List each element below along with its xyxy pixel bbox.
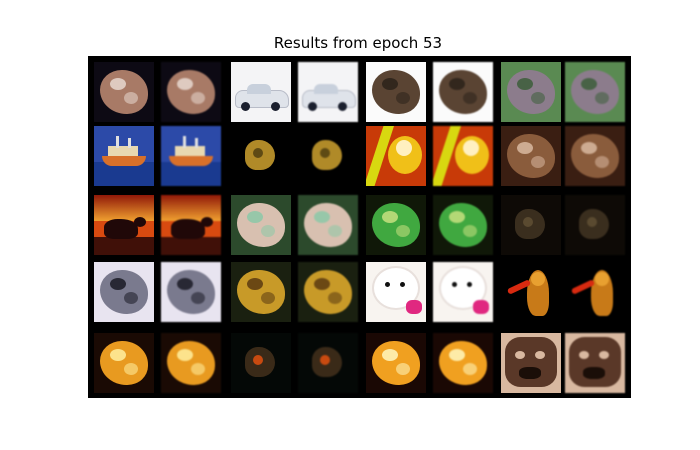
reconstruction-thumbnail [161,62,221,122]
reconstruction-thumbnail [433,62,493,122]
reconstruction-thumbnail [298,62,358,122]
input-thumbnail [366,195,426,255]
reconstruction-thumbnail [565,333,625,393]
reconstruction-thumbnail [565,262,625,322]
input-thumbnail [501,333,561,393]
input-thumbnail [231,62,291,122]
reconstruction-thumbnail [161,262,221,322]
reconstruction-thumbnail [298,195,358,255]
input-thumbnail [94,333,154,393]
reconstruction-thumbnail [565,126,625,186]
input-thumbnail [501,262,561,322]
input-thumbnail [94,62,154,122]
input-thumbnail [94,195,154,255]
figure-title: Results from epoch 53 [273,34,443,52]
reconstruction-thumbnail [161,195,221,255]
input-thumbnail [94,126,154,186]
reconstruction-thumbnail [161,126,221,186]
reconstruction-thumbnail [433,195,493,255]
input-thumbnail [501,126,561,186]
reconstruction-thumbnail [565,62,625,122]
input-thumbnail [231,126,291,186]
input-thumbnail [231,333,291,393]
reconstruction-thumbnail [433,126,493,186]
input-thumbnail [231,195,291,255]
input-thumbnail [501,62,561,122]
image-grid [88,56,631,398]
input-thumbnail [501,195,561,255]
input-thumbnail [94,262,154,322]
reconstruction-thumbnail [161,333,221,393]
reconstruction-thumbnail [433,262,493,322]
reconstruction-thumbnail [298,333,358,393]
input-thumbnail [366,126,426,186]
reconstruction-thumbnail [565,195,625,255]
reconstruction-thumbnail [298,262,358,322]
reconstruction-thumbnail [433,333,493,393]
input-thumbnail [366,262,426,322]
input-thumbnail [366,333,426,393]
input-thumbnail [231,262,291,322]
reconstruction-thumbnail [298,126,358,186]
input-thumbnail [366,62,426,122]
